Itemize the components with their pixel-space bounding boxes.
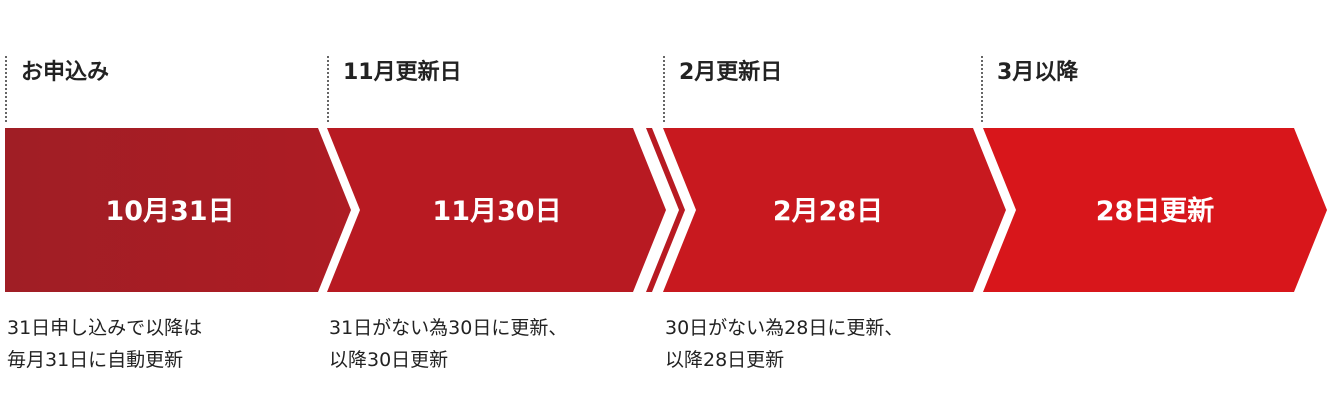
phase-note-november: 31日がない為30日に更新、 以降30日更新: [329, 312, 567, 376]
phase-date-label: 28日更新: [1096, 195, 1215, 227]
phase-header-label: 11月更新日: [343, 60, 462, 85]
phase-header-february: 2月更新日: [663, 56, 782, 122]
note-line: 以降28日更新: [665, 349, 785, 371]
phase-date-label: 2月28日: [773, 196, 883, 227]
note-line: 毎月31日に自動更新: [7, 349, 184, 371]
phase-header-label: 2月更新日: [679, 60, 783, 85]
phase-header-label: お申込み: [21, 60, 110, 85]
phase-header-march-onward: 3月以降: [981, 56, 1078, 122]
phase-note-application: 31日申し込みで以降は 毎月31日に自動更新: [7, 312, 202, 376]
phase-header-label: 3月以降: [997, 60, 1079, 85]
phase-date-label: 10月31日: [105, 196, 234, 227]
phase-header-november: 11月更新日: [327, 56, 462, 122]
phase-arrow-february: [663, 128, 1006, 292]
phase-header-application: お申込み: [5, 56, 109, 122]
note-line: 31日がない為30日に更新、: [329, 317, 568, 339]
phase-note-february: 30日がない為28日に更新、 以降28日更新: [665, 312, 903, 376]
phase-arrow-march-onward: [983, 128, 1327, 292]
phase-arrow-application: [5, 128, 351, 292]
note-line: 30日がない為28日に更新、: [665, 317, 904, 339]
phase-date-label: 11月30日: [432, 196, 561, 227]
phase-arrow-november: [327, 128, 666, 292]
note-line: 以降30日更新: [329, 349, 449, 371]
note-line: 31日申し込みで以降は: [7, 317, 203, 339]
